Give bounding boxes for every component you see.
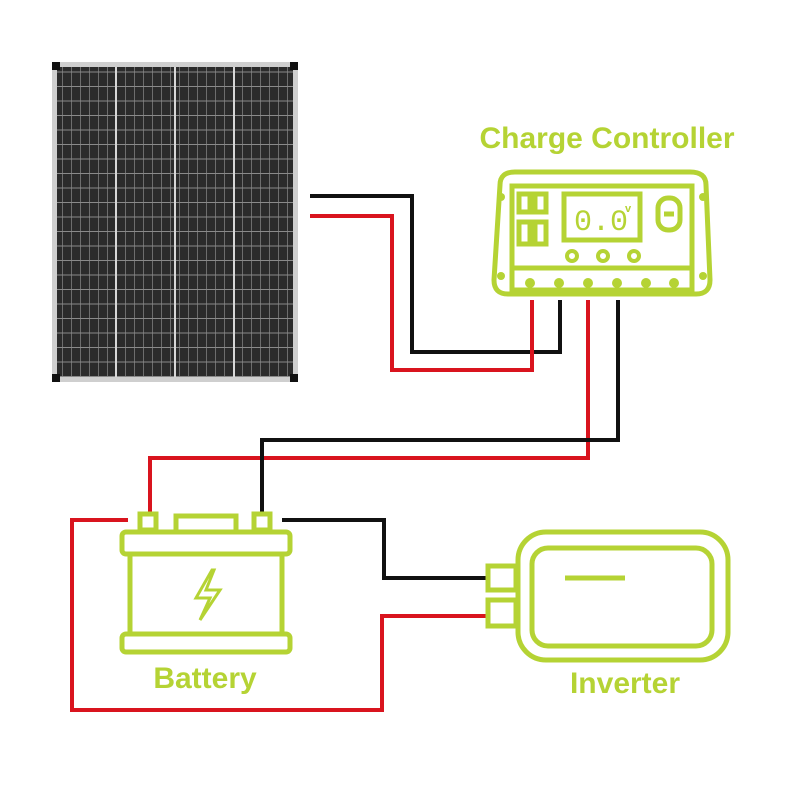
solar-panel (52, 62, 298, 382)
charge-controller (491, 169, 713, 297)
display-unit: v (625, 203, 632, 215)
panel-negative-wire (310, 194, 562, 354)
inverter-positive-wire (70, 518, 488, 712)
panel-positive-wire (310, 214, 534, 372)
display-reading: 0.0 (574, 206, 628, 240)
inverter (485, 529, 731, 663)
inverter-negative-wire (282, 518, 488, 580)
charge-controller-label: Charge Controller (479, 122, 735, 155)
battery-positive-wire (148, 300, 590, 512)
lightning-icon (193, 568, 223, 621)
battery-negative-wire (260, 300, 620, 512)
inverter-label: Inverter (569, 667, 681, 700)
battery-label: Battery (153, 662, 257, 695)
battery (119, 511, 293, 655)
